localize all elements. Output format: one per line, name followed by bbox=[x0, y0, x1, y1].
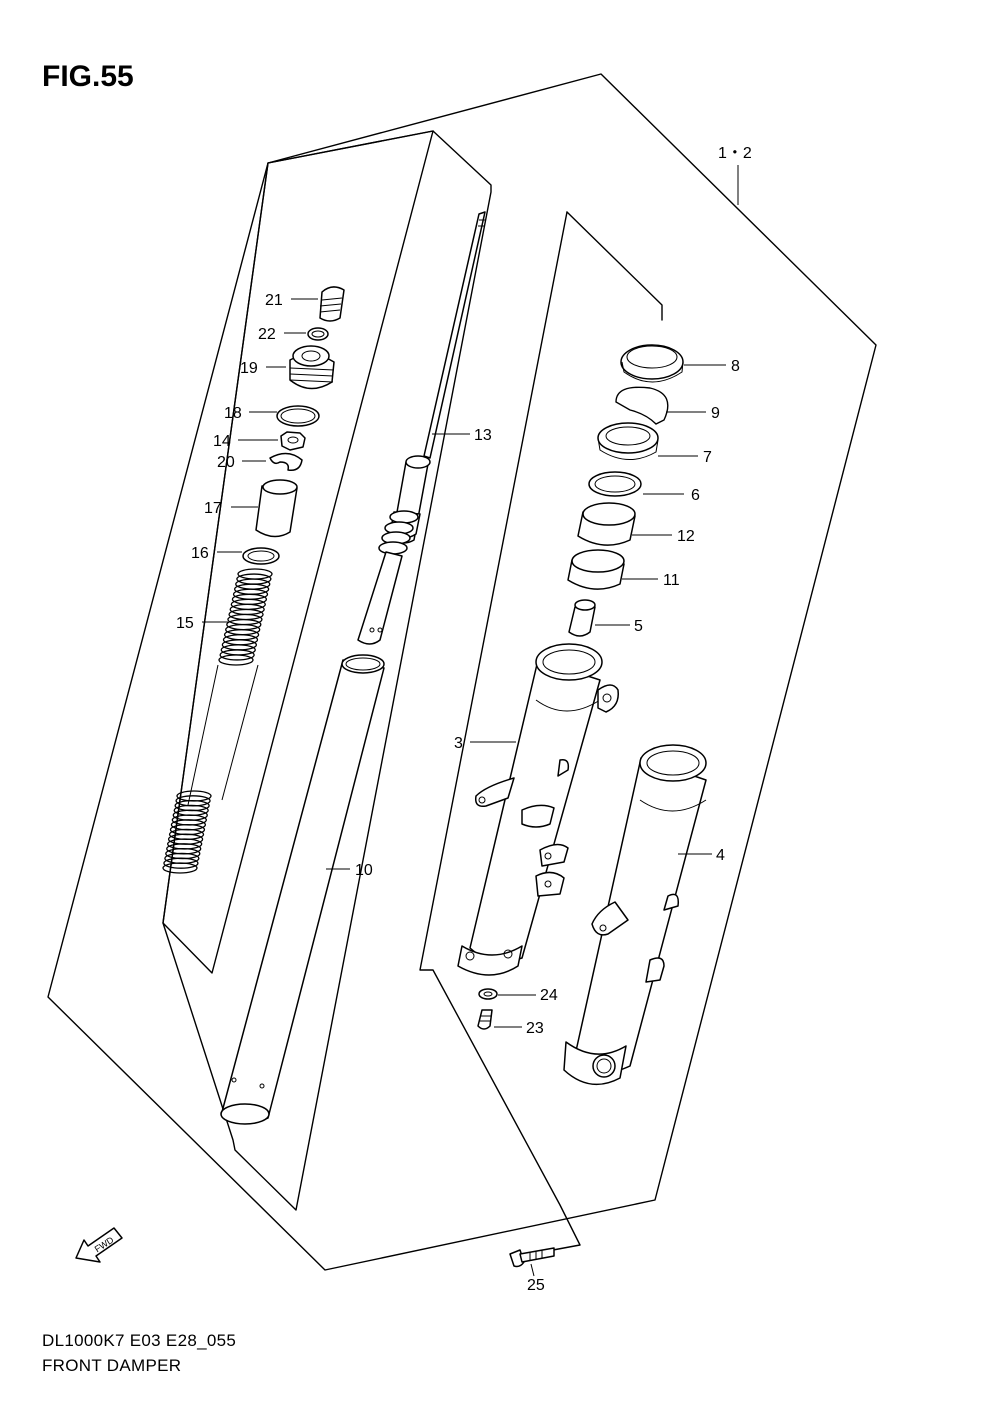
outer-tube-outline-left bbox=[419, 211, 581, 1251]
callout-25: 25 bbox=[527, 1277, 545, 1294]
callout-9: 9 bbox=[711, 405, 720, 422]
part-20-stopper-ring bbox=[269, 452, 303, 472]
part-15-spring bbox=[162, 568, 273, 874]
callout-14: 14 bbox=[213, 433, 231, 450]
callout-22: 22 bbox=[258, 326, 276, 343]
figure-code: DL1000K7 E03 E28_055 bbox=[42, 1331, 237, 1350]
figure-title: FIG.55 bbox=[42, 60, 134, 93]
callout-13: 13 bbox=[474, 427, 492, 444]
spring-coil bbox=[219, 649, 255, 661]
callout-11: 11 bbox=[663, 572, 680, 589]
part-14-nut bbox=[280, 431, 306, 451]
part-11-slide-bush bbox=[567, 549, 625, 590]
callout-18: 18 bbox=[224, 405, 242, 422]
callout-15: 15 bbox=[176, 615, 194, 632]
spring-coil bbox=[218, 654, 254, 666]
callout-3: 3 bbox=[454, 735, 463, 752]
part-8-dust-seal bbox=[620, 344, 684, 383]
part-10-inner-tube bbox=[220, 654, 385, 1125]
callout-6: 6 bbox=[691, 487, 700, 504]
part-22-o-ring bbox=[307, 327, 329, 341]
part-25-bolt bbox=[509, 1247, 555, 1268]
assembly-outline-outer bbox=[47, 73, 877, 1271]
callout-23: 23 bbox=[526, 1020, 544, 1037]
callout-20: 20 bbox=[217, 454, 235, 471]
part-24-washer bbox=[478, 988, 498, 1000]
spring-coil bbox=[162, 862, 198, 874]
part-9-stopper-ring bbox=[615, 386, 669, 425]
spring-coil bbox=[163, 857, 199, 869]
part-12-guide-bush bbox=[577, 502, 636, 546]
damper-cartridge-outline bbox=[162, 130, 434, 974]
part-4-outer-tube bbox=[563, 744, 707, 1086]
callout-16: 16 bbox=[191, 545, 209, 562]
callout-7: 7 bbox=[703, 449, 712, 466]
fwd-arrow-icon: FWD bbox=[75, 1227, 123, 1263]
part-13-damper-rod bbox=[357, 211, 486, 645]
outer-tube-outline bbox=[566, 211, 663, 321]
callout-12: 12 bbox=[677, 528, 695, 545]
part-21-adjuster bbox=[319, 286, 345, 322]
callout-21: 21 bbox=[265, 292, 283, 309]
callout-24: 24 bbox=[540, 987, 558, 1004]
callout-5: 5 bbox=[634, 618, 643, 635]
figure-name: FRONT DAMPER bbox=[42, 1356, 182, 1375]
part-19-cap-bolt bbox=[289, 345, 335, 390]
callout-10: 10 bbox=[355, 862, 373, 879]
part-17-spacer bbox=[255, 479, 298, 538]
part-3-outer-tube bbox=[457, 643, 619, 976]
callout-1-2: 1・2 bbox=[718, 145, 752, 162]
callout-8: 8 bbox=[731, 358, 740, 375]
part-5-oil-lock-piece bbox=[568, 599, 596, 637]
part-7-oil-seal bbox=[597, 422, 659, 460]
callout-4: 4 bbox=[716, 847, 725, 864]
callout-19: 19 bbox=[240, 360, 258, 377]
part-23-bolt bbox=[477, 1009, 493, 1030]
callout-17: 17 bbox=[204, 500, 222, 517]
